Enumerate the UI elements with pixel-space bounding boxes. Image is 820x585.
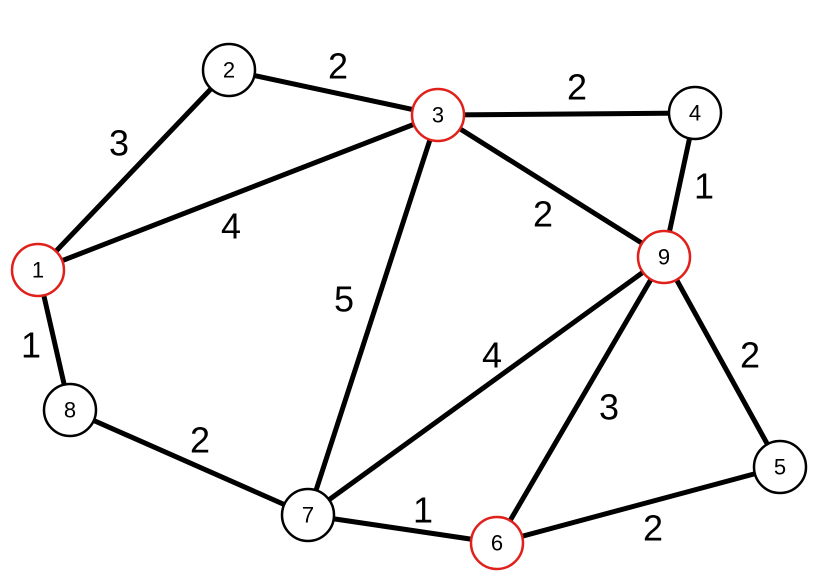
edge-weight-8-7: 2: [190, 420, 210, 461]
node-8: 8: [42, 382, 98, 438]
node-9: 9: [636, 229, 692, 285]
node-label-6: 6: [491, 531, 503, 556]
node-label-8: 8: [64, 398, 76, 423]
edge-2-3: [226, 67, 441, 118]
node-circle-4: [667, 85, 723, 141]
node-label-5: 5: [774, 455, 786, 480]
edge-3-4: [435, 110, 698, 118]
node-circle-7: [280, 487, 336, 543]
edge-7-6: [305, 512, 500, 546]
node-3: 3: [410, 87, 466, 143]
edge-weight-1-8: 1: [21, 325, 41, 366]
edge-1-3: [35, 112, 441, 273]
node-circle-2: [201, 42, 257, 98]
node-label-1: 1: [32, 258, 44, 283]
node-label-3: 3: [432, 103, 444, 128]
edge-1-2: [35, 67, 232, 273]
edge-weight-2-3: 2: [328, 46, 348, 87]
edge-weight-1-2: 3: [109, 123, 129, 164]
edge-weight-4-9: 1: [694, 166, 714, 207]
node-1: 1: [10, 242, 66, 298]
edge-weight-3-9: 2: [533, 194, 553, 235]
node-circle-8: [42, 382, 98, 438]
edge-3-7: [305, 112, 441, 518]
edge-weight-7-6: 1: [413, 490, 433, 531]
node-circle-3: [410, 87, 466, 143]
weights-layer: 3 2 4 2 2 1 5 4 3 2 1 2 1 2: [21, 46, 760, 549]
node-6: 6: [469, 515, 525, 571]
node-circle-9: [636, 229, 692, 285]
node-circle-5: [752, 439, 808, 495]
edge-weight-1-3: 4: [221, 206, 241, 247]
edge-6-5: [494, 464, 783, 546]
edge-9-6: [494, 254, 667, 546]
edge-weight-3-4: 2: [567, 67, 587, 108]
nodes-layer: 1 2 3 4 5 6 7 8 9: [10, 42, 808, 571]
edge-3-9: [435, 112, 667, 260]
edge-weight-9-6: 3: [599, 387, 619, 428]
node-2: 2: [201, 42, 257, 98]
edge-9-7: [305, 254, 667, 518]
edge-weight-3-7: 5: [334, 279, 354, 320]
edge-weight-9-7: 4: [482, 335, 502, 376]
node-label-9: 9: [658, 245, 670, 270]
node-label-7: 7: [302, 503, 314, 528]
node-circle-1: [10, 242, 66, 298]
edge-8-7: [67, 407, 311, 518]
node-circle-6: [469, 515, 525, 571]
edge-9-5: [661, 254, 783, 470]
edge-weight-6-5: 2: [643, 508, 663, 549]
node-7: 7: [280, 487, 336, 543]
node-4: 4: [667, 85, 723, 141]
edge-weight-9-5: 2: [740, 335, 760, 376]
node-label-2: 2: [223, 58, 235, 83]
edges-layer: [35, 67, 783, 546]
node-label-4: 4: [689, 101, 701, 126]
node-5: 5: [752, 439, 808, 495]
